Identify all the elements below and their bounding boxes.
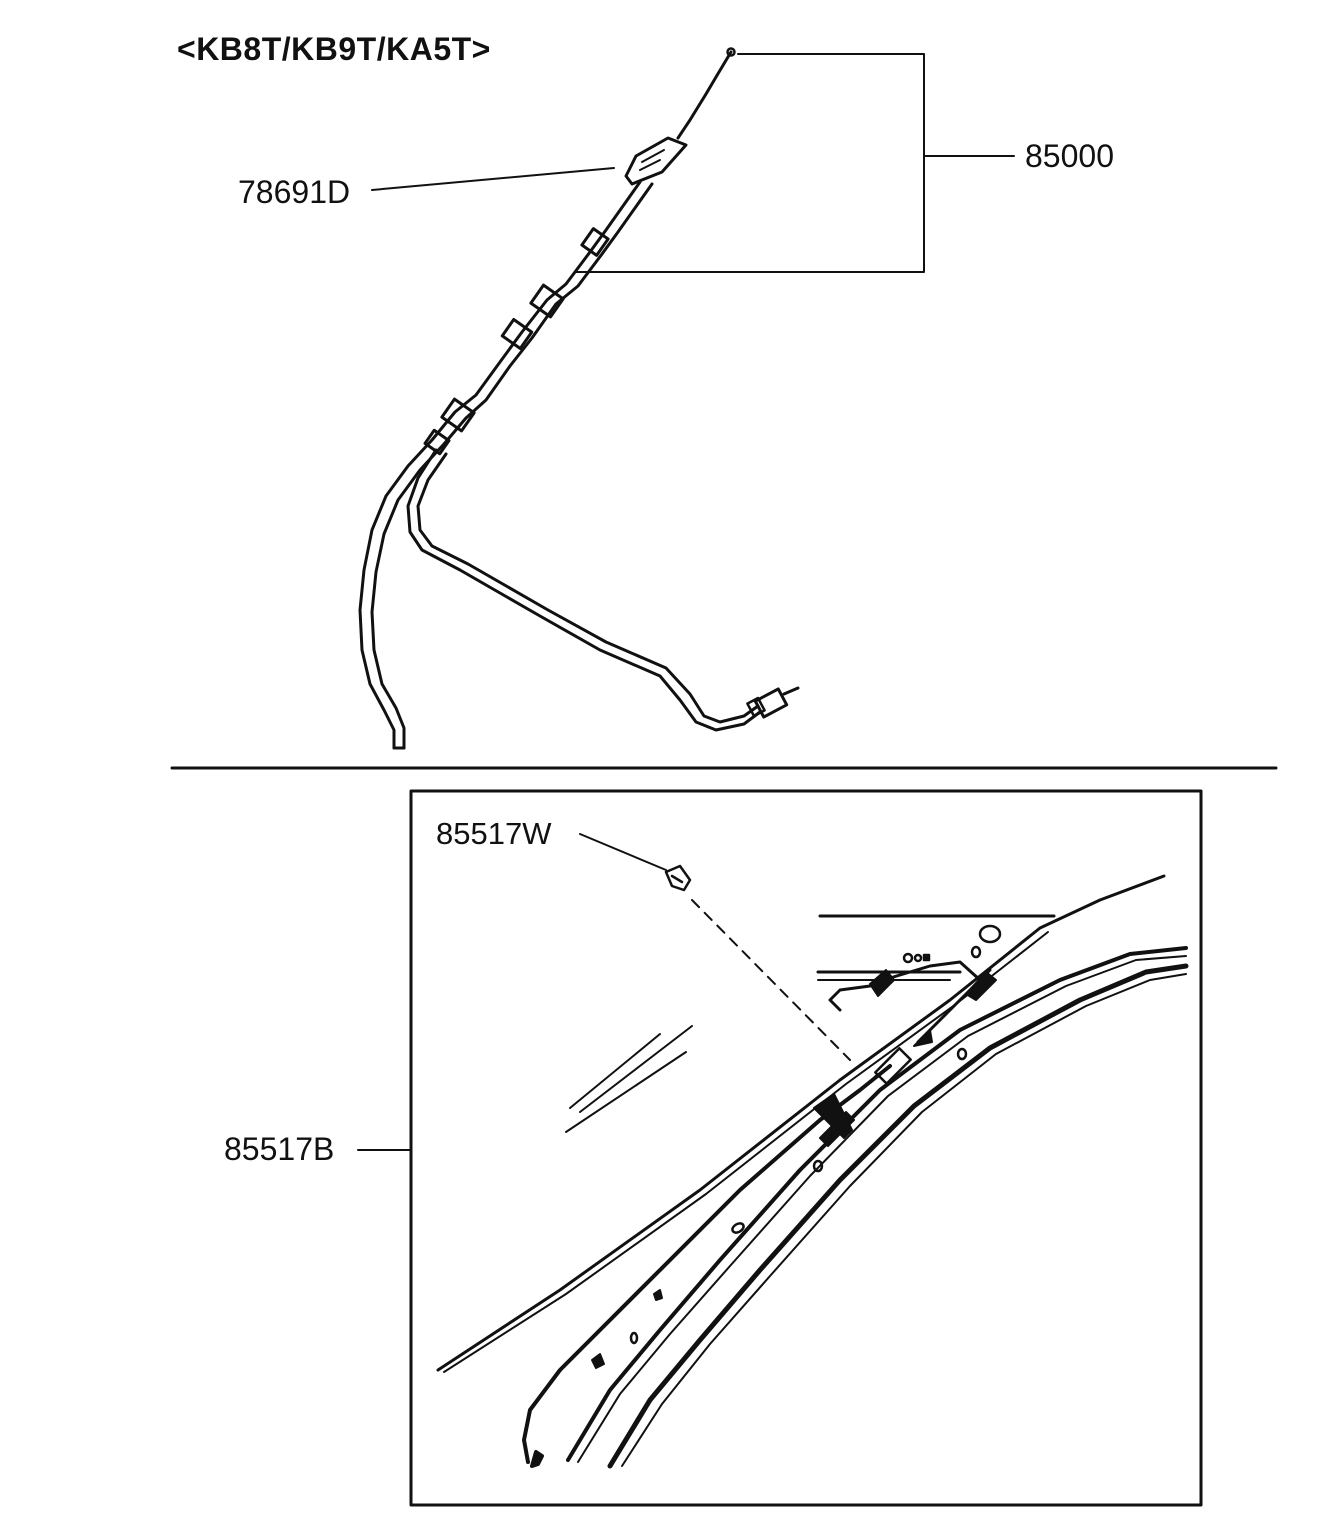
antenna-cable-assembly <box>358 47 800 750</box>
install-dashed-line <box>691 899 851 1061</box>
part-label-78691d[interactable]: 78691D <box>238 174 351 210</box>
part-label-85517b[interactable]: 85517B <box>224 1131 335 1167</box>
model-codes-heading: <KB8T/KB9T/KA5T> <box>177 31 491 67</box>
clip-85517w <box>664 864 692 892</box>
roof-holes <box>629 924 1002 1345</box>
leader-lines-top <box>371 53 1015 273</box>
part-label-85000[interactable]: 85000 <box>1025 138 1114 174</box>
part-label-85517w[interactable]: 85517W <box>436 816 552 851</box>
detail-frame <box>409 789 1203 1507</box>
roof-antenna-wire <box>522 960 992 1468</box>
bracket-85517b <box>591 969 997 1369</box>
leader-85517w <box>579 833 667 871</box>
roof-frame <box>436 874 1189 1469</box>
